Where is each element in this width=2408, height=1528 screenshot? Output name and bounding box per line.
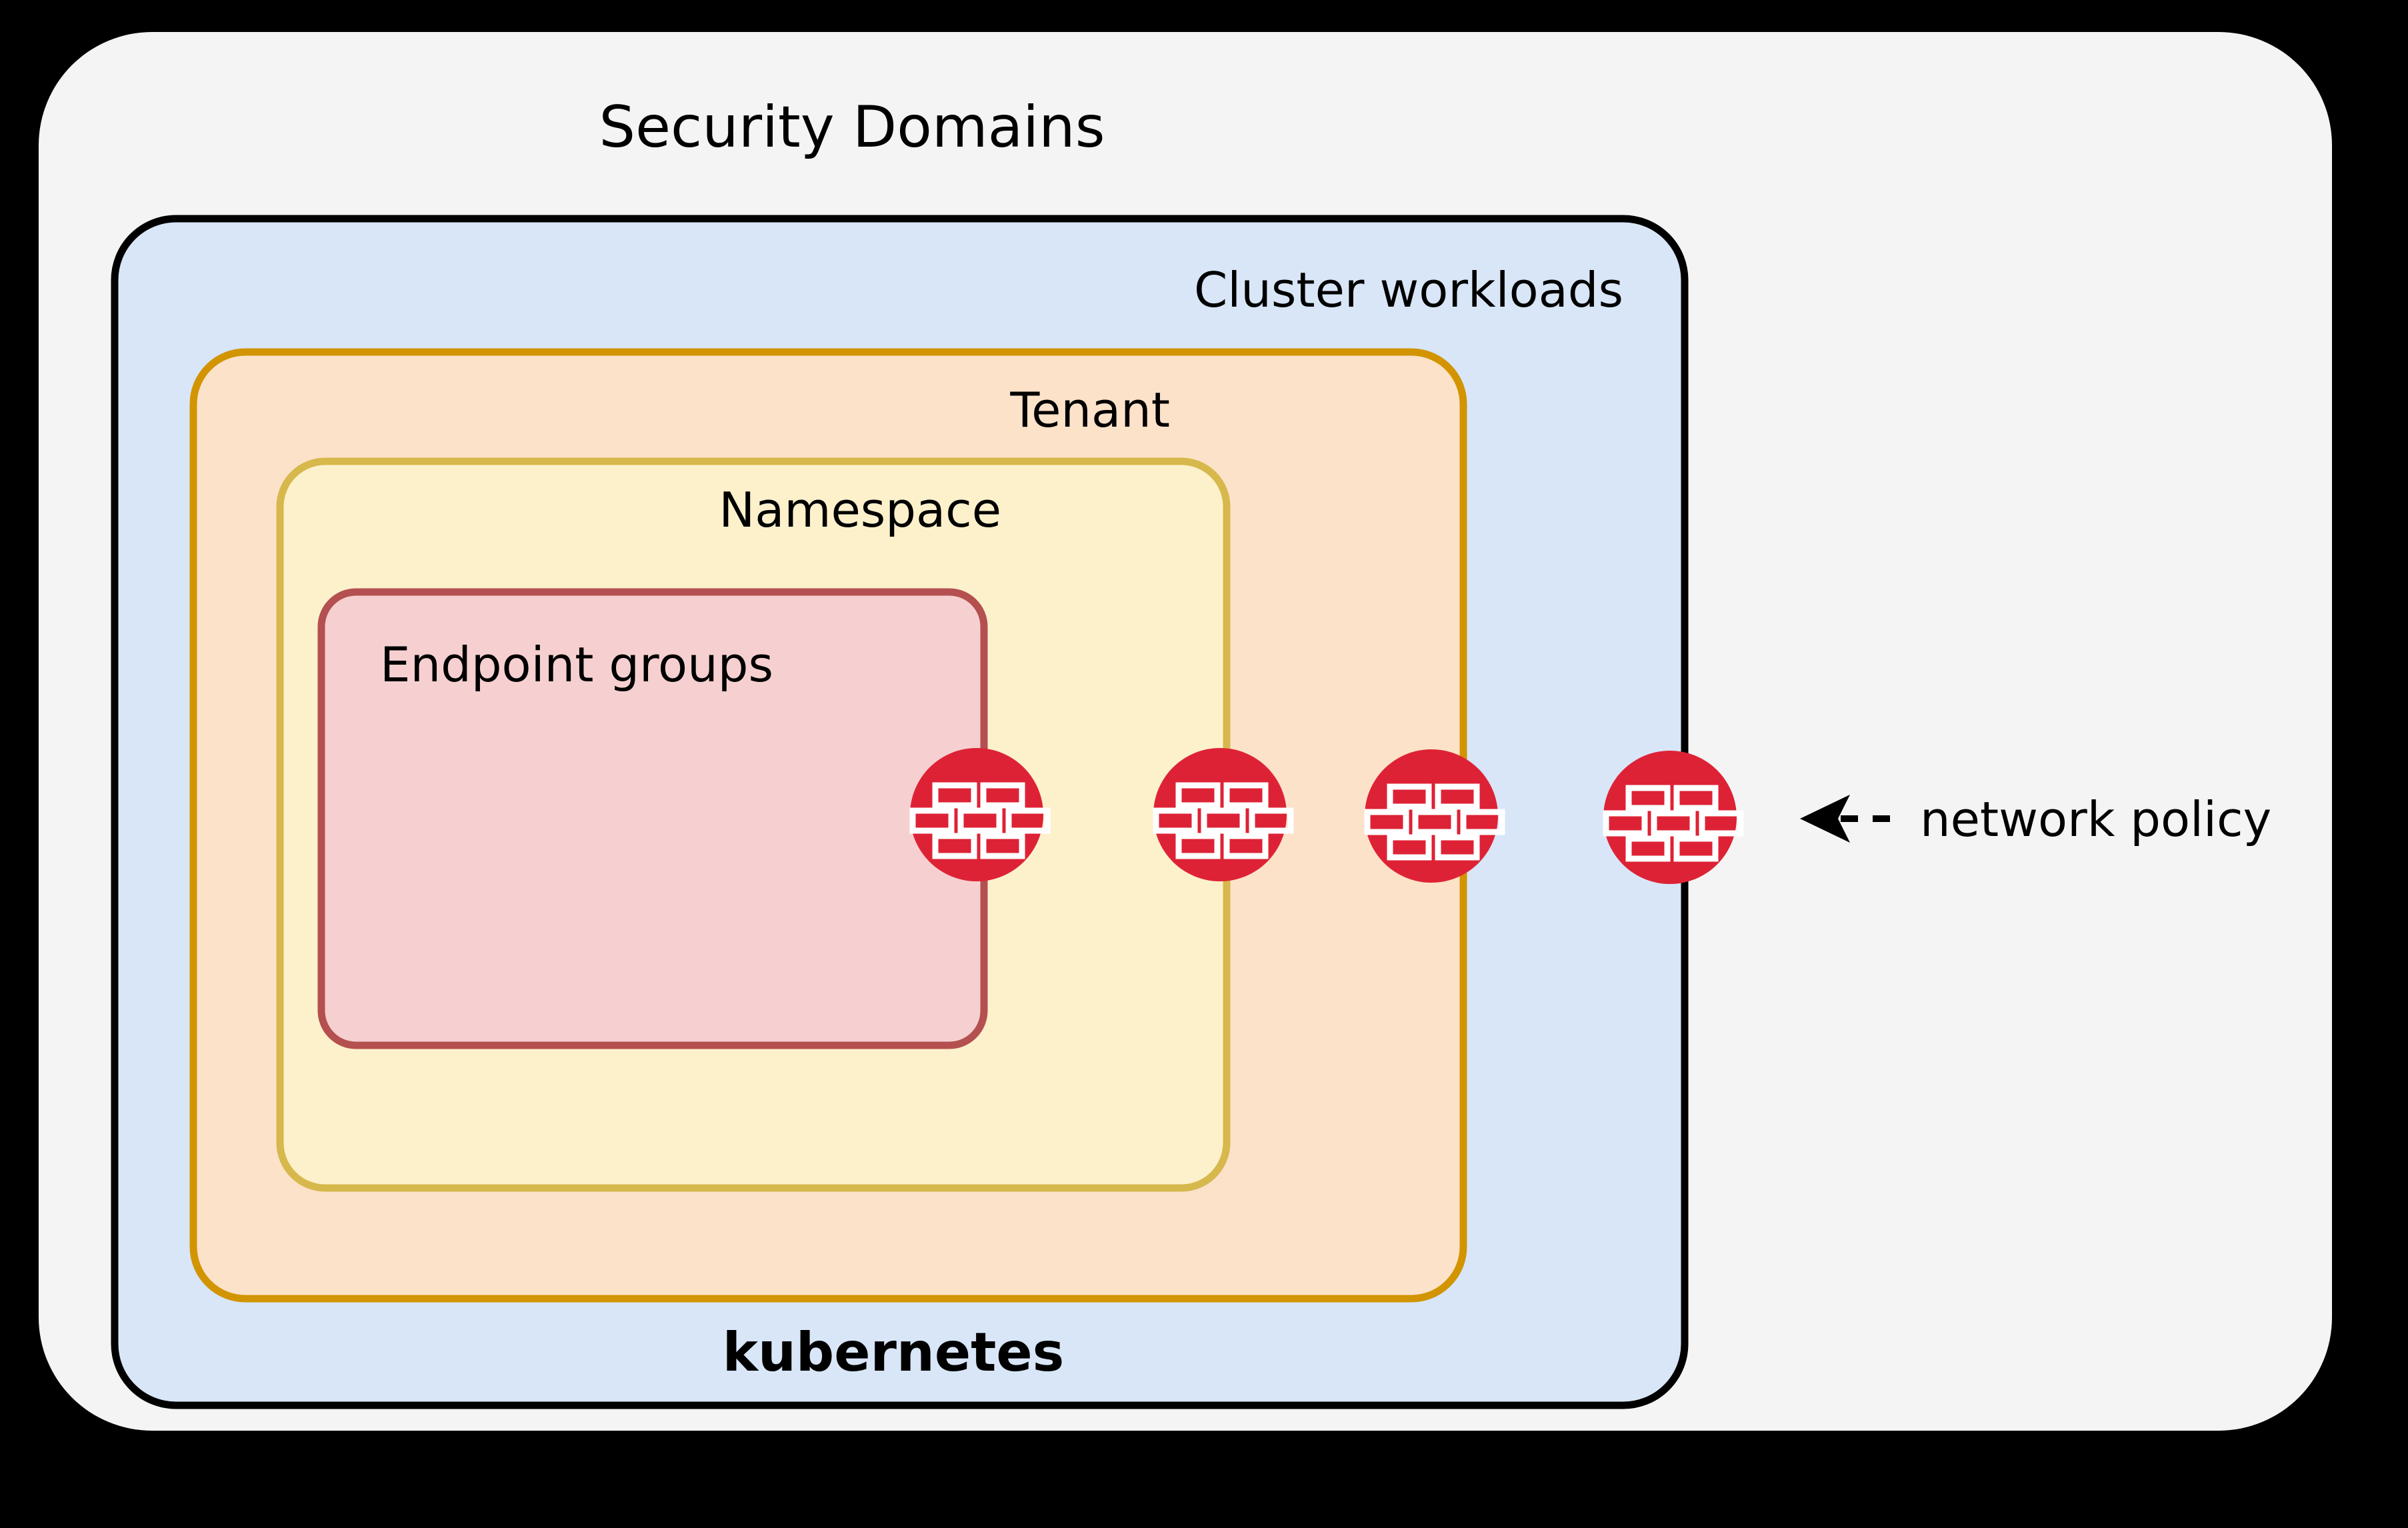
kubernetes-brand-label: kubernetes: [723, 1321, 1064, 1383]
diagram-title: Security Domains: [599, 94, 1105, 161]
policy-marker-cluster-workloads[interactable]: [1603, 751, 1741, 884]
label-namespace: Namespace: [719, 482, 1001, 538]
policy-marker-endpoint-groups[interactable]: [910, 748, 1047, 881]
network-policy-label: network policy: [1920, 791, 2271, 847]
policy-marker-tenant[interactable]: [1365, 749, 1502, 883]
label-endpoint-groups: Endpoint groups: [380, 637, 773, 693]
firewall-brick-icon[interactable]: [910, 748, 1043, 881]
network-policy-callout: network policy: [1800, 791, 2271, 847]
firewall-brick-icon[interactable]: [1365, 749, 1498, 883]
label-tenant: Tenant: [1009, 382, 1170, 438]
callout-arrowhead-icon: [1800, 795, 1850, 843]
firewall-brick-icon[interactable]: [1603, 751, 1737, 884]
firewall-brick-icon[interactable]: [1153, 748, 1287, 881]
label-cluster-workloads: Cluster workloads: [1194, 262, 1623, 318]
policy-marker-namespace[interactable]: [1153, 748, 1291, 881]
